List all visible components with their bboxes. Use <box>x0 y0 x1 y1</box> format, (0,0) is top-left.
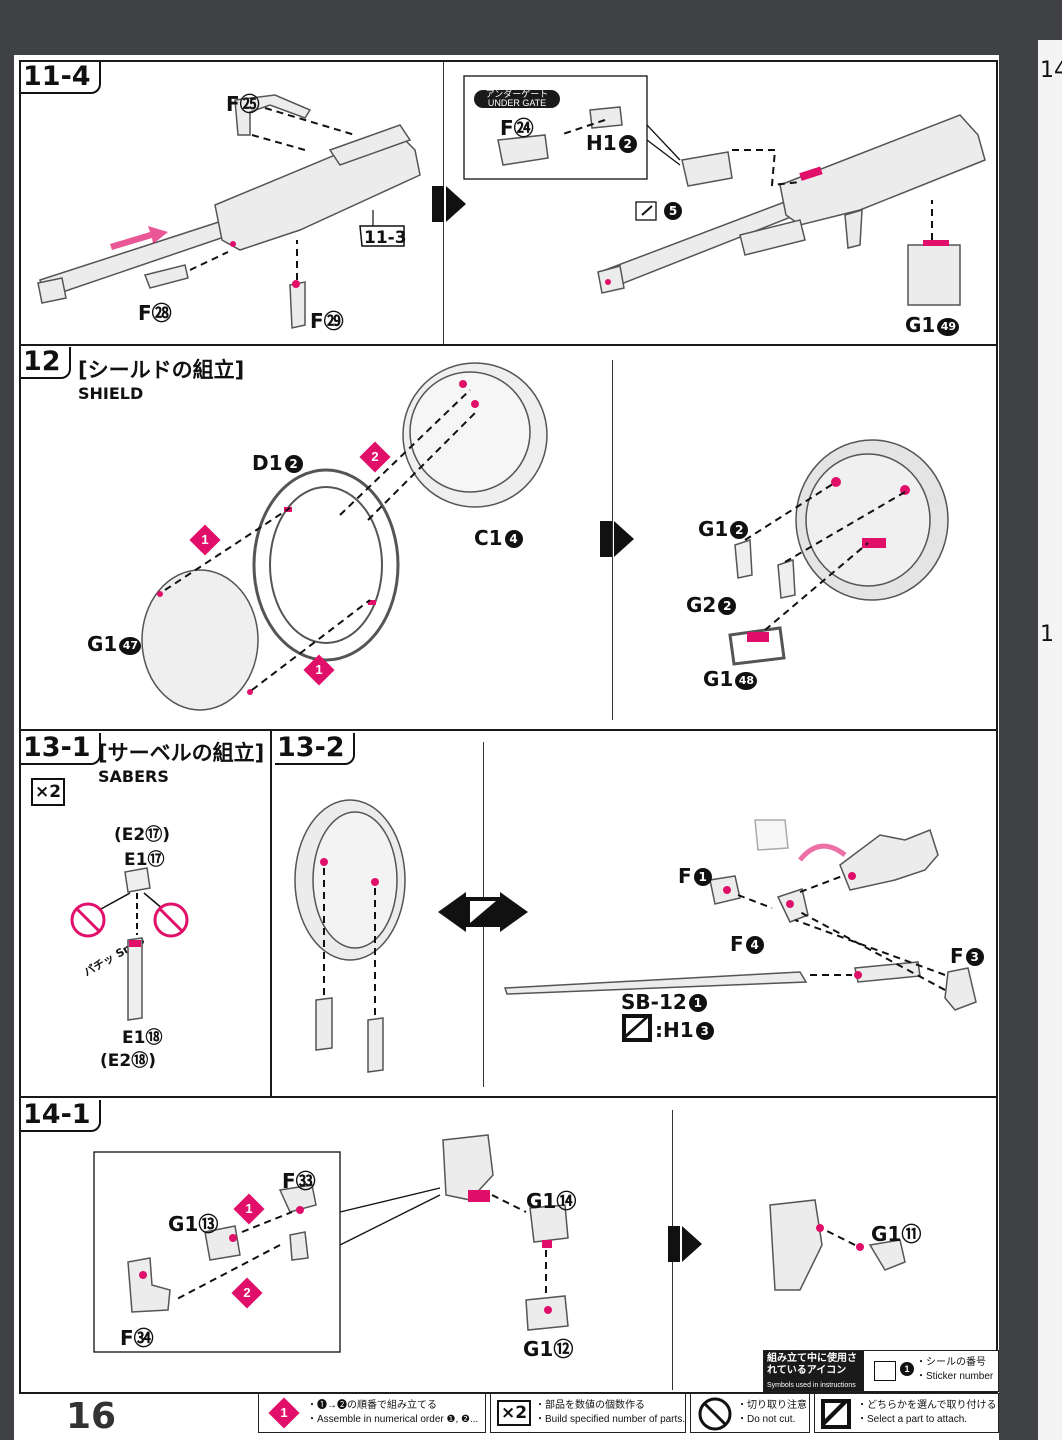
next-arrow-bar <box>668 1226 680 1262</box>
order-marker-1: 1 <box>233 1193 265 1225</box>
instruction-frame <box>19 60 998 1394</box>
select-part-icon <box>622 1014 652 1042</box>
step-title-jp: [サーベルの組立] <box>98 741 265 765</box>
step-number: 14-1 <box>21 1100 101 1132</box>
step-number: 13-1 <box>21 733 101 765</box>
legend-assemble-order: 1 ・❶→❷の順番で組み立てる ・Assemble in numerical o… <box>258 1393 486 1433</box>
step-number: 11-4 <box>21 62 101 94</box>
part-label-g114: G1⑭ <box>526 1189 577 1213</box>
under-gate-jp: アンダーゲート <box>485 89 549 99</box>
sticker-icon <box>874 1361 896 1381</box>
legend-build-jp: ・部品を数値の個数作る <box>535 1400 645 1411</box>
next-arrow-icon <box>682 1226 702 1262</box>
legend-build-quantity: ×2 ・部品を数値の個数作る ・Build specified number o… <box>490 1393 686 1433</box>
legend-select-jp: ・どちらかを選んで取り付ける <box>857 1400 997 1411</box>
reference-step-label: 11-3 <box>364 228 407 248</box>
part-label-g112: G1⑫ <box>523 1337 574 1361</box>
legend-title-en: Symbols used in instructions <box>767 1382 856 1389</box>
select-part-icon <box>821 1399 851 1429</box>
part-label-f34: F㉞ <box>120 1326 154 1350</box>
sticker-number: 5 <box>662 202 682 222</box>
quantity-multiplier-icon: ×2 <box>31 778 66 806</box>
step-number: 13-2 <box>275 733 355 765</box>
next-page-step-label: 1 <box>1040 622 1054 647</box>
legend-select-en: ・Select a part to attach. <box>857 1414 968 1425</box>
quantity-multiplier-icon: ×2 <box>497 1400 532 1426</box>
next-page-edge <box>1038 40 1062 1440</box>
under-gate-badge: アンダーゲート UNDER GATE <box>474 90 560 108</box>
step-title-en: SHIELD <box>78 384 144 403</box>
do-not-cut-icon <box>70 902 189 938</box>
part-label-e1-18: E1⑱ <box>122 1028 163 1048</box>
legend-sticker-en: ・Sticker number <box>916 1371 994 1382</box>
next-arrow-icon <box>446 186 466 222</box>
step-number: 12 <box>21 347 71 379</box>
part-number-badge: 2 <box>618 135 637 153</box>
legend-assemble-en: ・Assemble in numerical order ❶, ❷... <box>307 1414 479 1425</box>
select-part-icon <box>438 892 528 932</box>
legend-do-not-cut: ・切り取り注意 ・Do not cut. <box>690 1393 810 1433</box>
part-label-f28: F㉘ <box>138 301 172 325</box>
row-divider <box>19 344 998 346</box>
next-arrow-bar <box>432 186 444 222</box>
page-number: 16 <box>66 1396 117 1437</box>
order-icon: 1 <box>268 1397 300 1429</box>
order-marker-2: 2 <box>231 1277 263 1309</box>
part-label-f24: F㉔ <box>500 116 534 140</box>
part-label-e2-18: (E2⑱) <box>100 1051 156 1071</box>
column-divider <box>270 731 272 1096</box>
step-title-jp: [シールドの組立] <box>78 358 245 382</box>
part-label-f29: F㉙ <box>310 309 344 333</box>
column-divider <box>612 360 613 720</box>
legend-build-en: ・Build specified number of parts. <box>535 1414 686 1425</box>
part-label-g111: G1⑪ <box>871 1222 922 1246</box>
part-number-badge: 49 <box>937 318 960 336</box>
step-title-en: SABERS <box>98 767 169 786</box>
part-label-e2-17: (E2⑰) <box>114 825 170 845</box>
part-label-f25: F㉕ <box>226 92 260 116</box>
next-arrow-icon <box>614 521 634 557</box>
sticker-one-badge: 1 <box>898 1362 914 1378</box>
legend-select-part: ・どちらかを選んで取り付ける ・Select a part to attach. <box>814 1393 999 1433</box>
legend-cut-en: ・Do not cut. <box>737 1414 796 1425</box>
legend-icons-box: 組み立て中に使用されているアイコン Symbols used in instru… <box>763 1350 999 1392</box>
next-page-step-label: 14 <box>1040 58 1062 83</box>
legend-title-jp: 組み立て中に使用されているアイコン <box>767 1353 857 1376</box>
part-label-e1-17: E1⑰ <box>124 850 165 870</box>
part-label-f33: F㉝ <box>282 1169 316 1193</box>
under-gate-en: UNDER GATE <box>487 98 547 108</box>
legend-cut-jp: ・切り取り注意 <box>737 1400 807 1411</box>
next-arrow-bar <box>600 521 612 557</box>
legend-sticker-jp: ・シールの番号 <box>916 1357 986 1368</box>
row-divider <box>19 729 998 731</box>
part-label-g113: G1⑬ <box>168 1212 219 1236</box>
legend-assemble-jp: ・❶→❷の順番で組み立てる <box>307 1400 437 1411</box>
row-divider <box>19 1096 998 1098</box>
do-not-cut-icon <box>698 1397 732 1431</box>
